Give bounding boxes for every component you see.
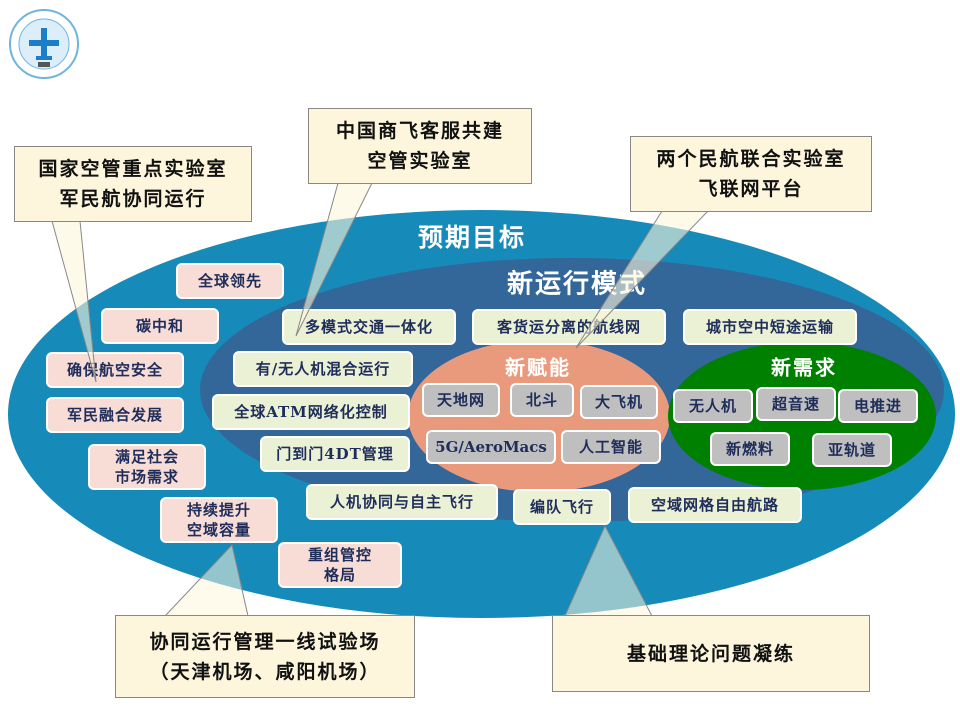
- goal-box: 持续提升 空域容量: [160, 497, 278, 543]
- empower-box: 大飞机: [580, 385, 658, 419]
- demand-box: 新燃料: [710, 432, 790, 466]
- mode-box: 门到门4DT管理: [260, 436, 410, 472]
- callout-tail: [295, 182, 373, 337]
- demand-box: 超音速: [756, 387, 836, 421]
- mode-box: 空域网格自由航路: [628, 487, 802, 523]
- callout-tail: [51, 220, 97, 383]
- callout-tail: [163, 543, 249, 617]
- goal-box: 确保航空安全: [46, 352, 184, 388]
- goal-box: 全球领先: [176, 263, 284, 299]
- callout-tail: [575, 210, 710, 349]
- demand-box: 亚轨道: [812, 433, 892, 467]
- demand-box: 电推进: [838, 389, 918, 423]
- callout-tail: [564, 524, 653, 617]
- goal-label: 预期目标: [417, 223, 527, 252]
- empower-box: 北斗: [510, 383, 574, 417]
- callout-joint-labs: 两个民航联合实验室飞联网平台: [630, 136, 872, 212]
- callout-national-lab: 国家空管重点实验室军民航协同运行: [14, 146, 252, 222]
- callout-comac-lab: 中国商飞客服共建空管实验室: [308, 108, 532, 184]
- goal-box: 军民融合发展: [46, 397, 184, 433]
- mode-box: 全球ATM网络化控制: [212, 394, 410, 430]
- goal-box: 满足社会 市场需求: [88, 444, 206, 490]
- demand-label: 新需求: [771, 355, 837, 380]
- empower-box: 5G/AeroMacs: [426, 430, 556, 464]
- mode-box: 城市空中短途运输: [683, 309, 857, 345]
- goal-box: 碳中和: [101, 308, 219, 344]
- goal-box: 重组管控 格局: [278, 542, 402, 588]
- demand-box: 无人机: [673, 389, 753, 423]
- university-logo: [9, 9, 79, 79]
- mode-box: 客货运分离的航线网: [472, 309, 666, 345]
- callout-test-field: 协同运行管理一线试验场（天津机场、咸阳机场）: [115, 615, 415, 698]
- mode-box: 有/无人机混合运行: [233, 351, 413, 387]
- mode-box: 编队飞行: [513, 489, 611, 525]
- mode-box: 多模式交通一体化: [282, 309, 456, 345]
- mode-box: 人机协同与自主飞行: [306, 484, 498, 520]
- empower-label: 新赋能: [505, 355, 571, 380]
- empower-box: 人工智能: [561, 430, 661, 464]
- empower-box: 天地网: [422, 383, 500, 417]
- callout-theory: 基础理论问题凝练: [552, 615, 870, 692]
